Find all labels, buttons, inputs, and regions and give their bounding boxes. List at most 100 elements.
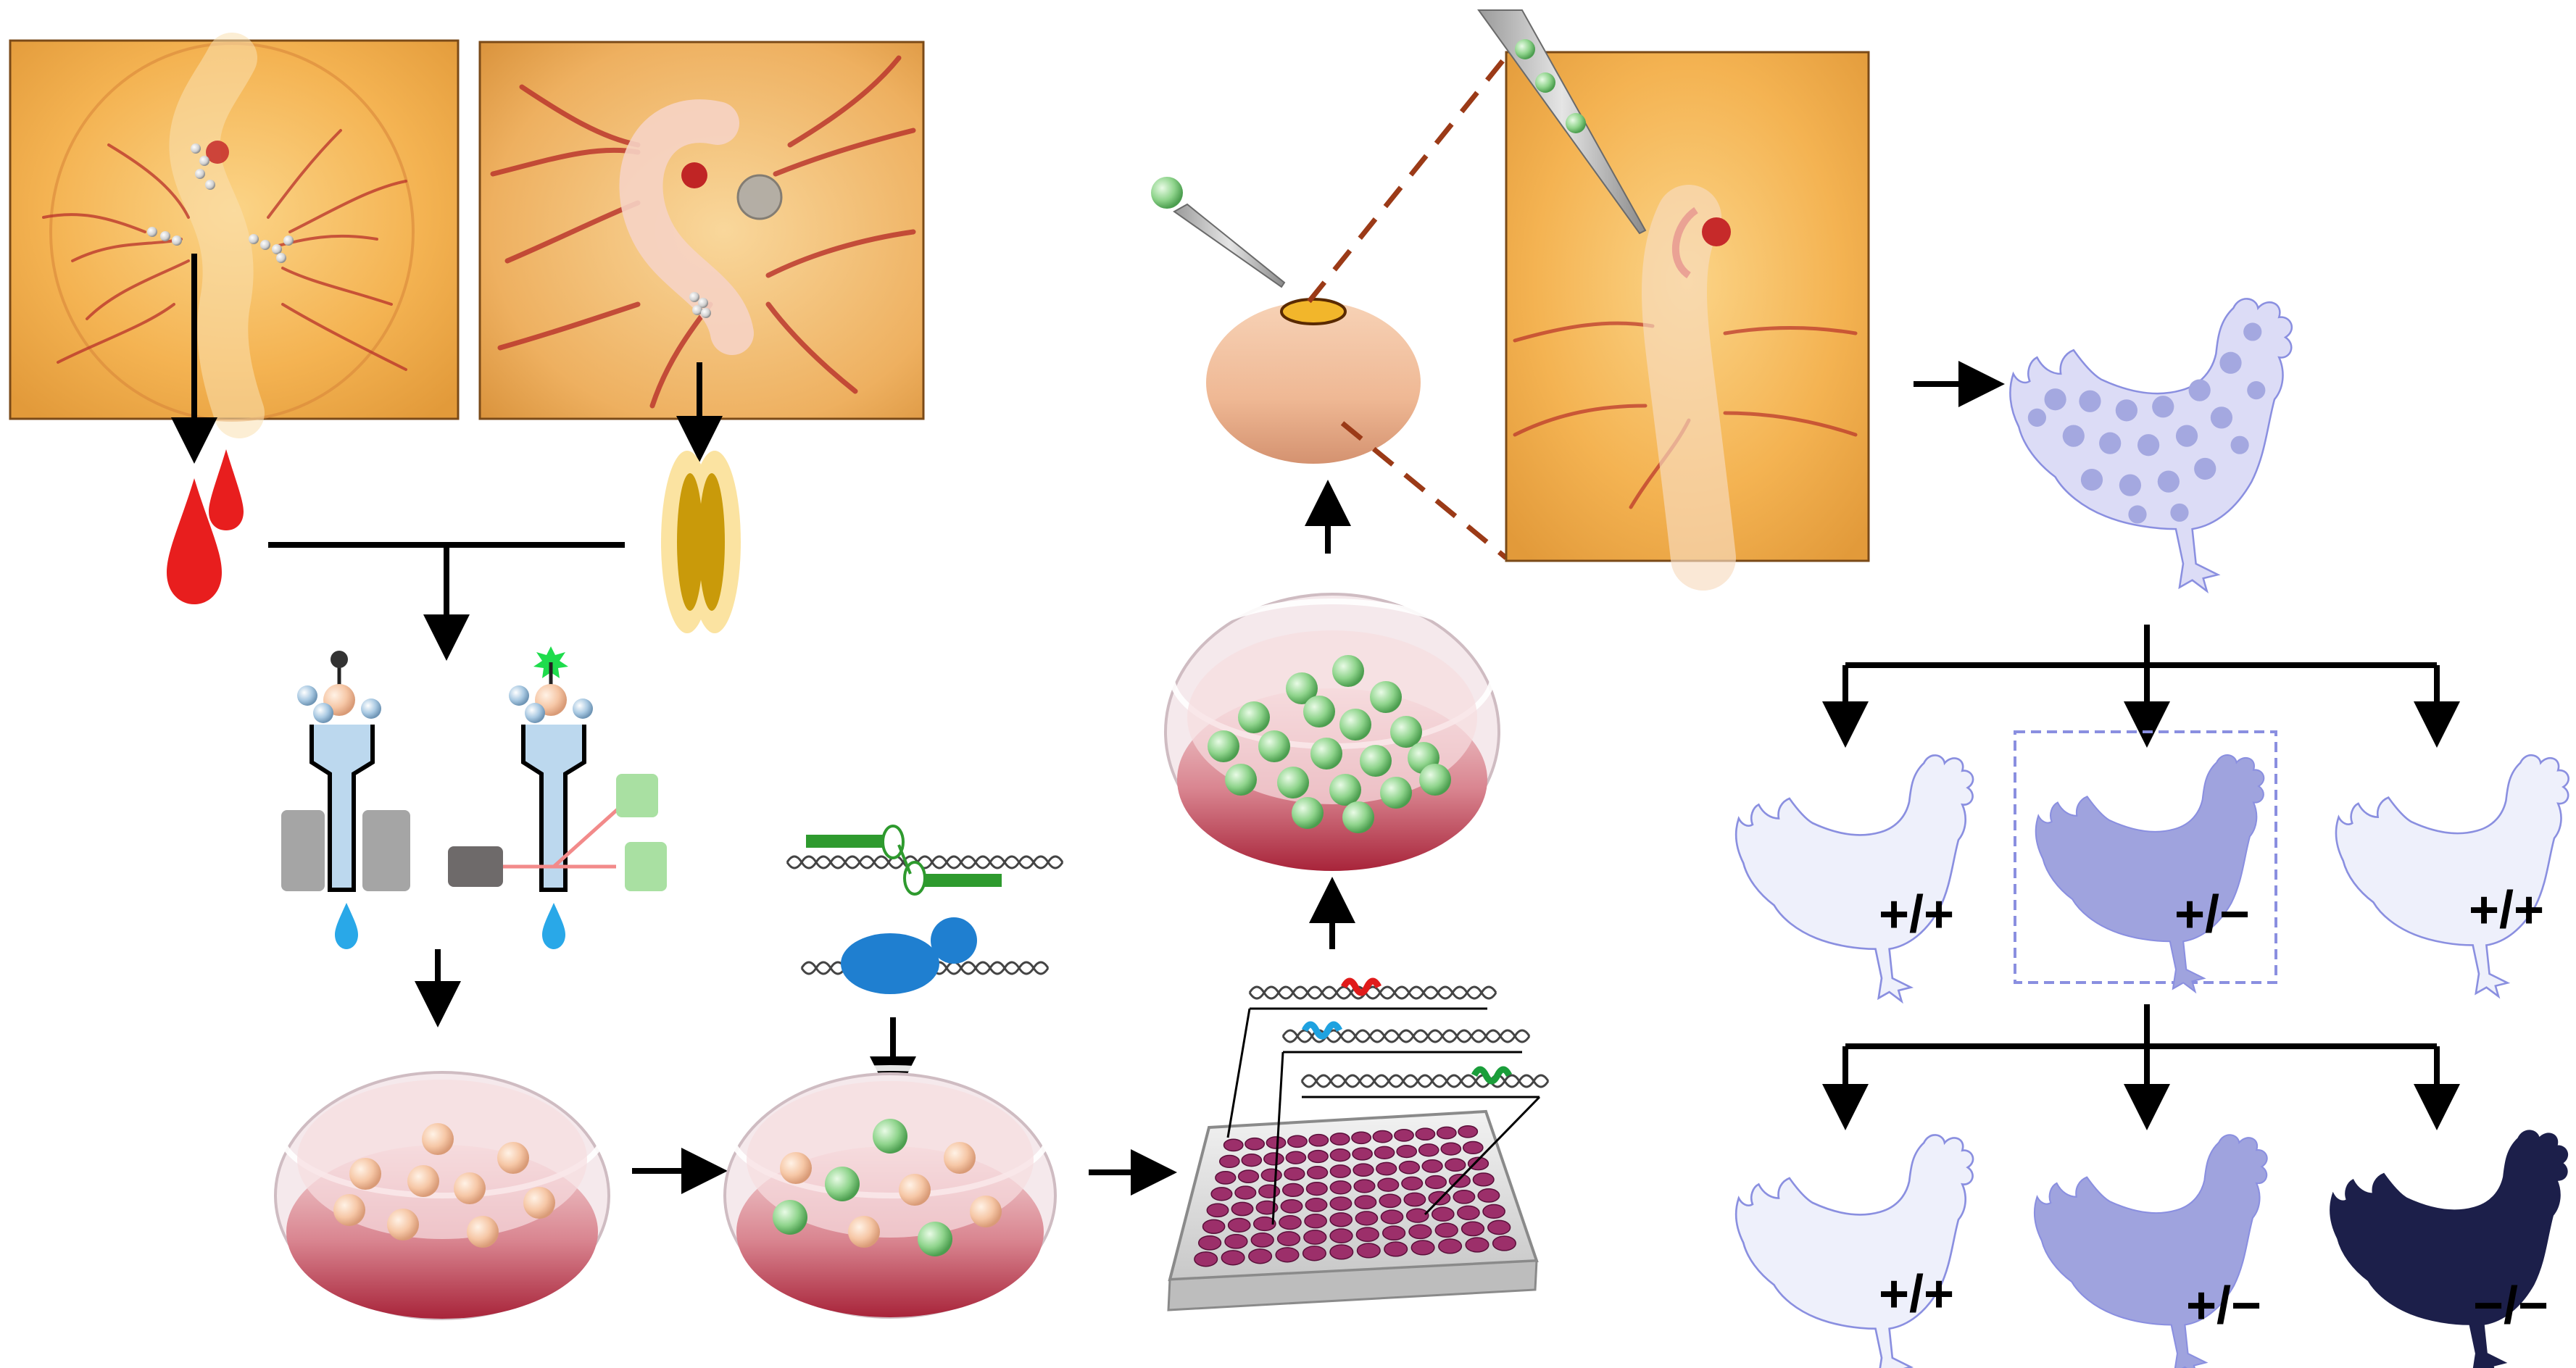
well [1384,1241,1408,1257]
well [1303,1230,1327,1245]
genotype-label: +/+ [1879,885,1954,943]
well [1438,1238,1463,1254]
well [1379,1193,1402,1209]
well [1260,1168,1282,1183]
well [1382,1225,1406,1241]
well [1329,1212,1353,1227]
well [1467,1156,1489,1171]
cell [1380,777,1412,809]
well [1218,1154,1240,1169]
cell [1292,797,1324,829]
well [1477,1188,1500,1203]
well [1197,1235,1222,1251]
well [1275,1247,1300,1263]
well [1372,1130,1393,1143]
well [1194,1251,1218,1267]
well [1440,1142,1462,1156]
well [1202,1219,1226,1234]
genotype-label: +/− [2186,1277,2261,1335]
well [1431,1206,1455,1222]
well [1329,1244,1354,1260]
embryo-photo-icon [9,33,460,438]
well [1329,1180,1352,1195]
well [1465,1237,1489,1253]
cell [1329,774,1361,806]
cell [1390,716,1422,748]
cell [1339,709,1371,741]
crispr-cas9-icon [786,825,1064,994]
well [1434,1222,1458,1238]
well [1305,1181,1328,1196]
pedigree-tree-f2 [1822,1004,2460,1130]
well [1279,1214,1302,1230]
well [1394,1129,1414,1142]
well [1421,1159,1443,1173]
well [1453,1189,1476,1204]
well [1377,1177,1400,1192]
chicken-icon [2035,754,2265,993]
well [1308,1149,1329,1164]
well [1482,1204,1505,1219]
well [1224,1233,1248,1249]
well [1355,1227,1379,1243]
genotype-label: +/+ [1879,1265,1954,1323]
petri-dish-icon [1164,593,1500,871]
well [1284,1167,1305,1181]
well [1276,1231,1301,1246]
well [1248,1248,1273,1264]
well [1210,1187,1233,1201]
well [1424,1175,1447,1190]
well [1445,1158,1466,1172]
egg-injection-icon [1151,54,1508,560]
well [1354,1195,1377,1210]
blood-drop-icon [167,449,244,604]
well [1351,1131,1372,1145]
well [1255,1200,1279,1215]
cell [1332,655,1364,687]
well [1329,1228,1353,1243]
well [1329,1133,1350,1146]
well [1403,1192,1426,1207]
cell [1277,767,1309,798]
cell [1238,701,1270,733]
well [1487,1219,1511,1235]
well [1266,1136,1287,1149]
well [1376,1161,1397,1176]
chicken-icon [2335,754,2569,998]
chicken-icon [1734,1134,1974,1368]
well [1234,1185,1257,1200]
embryo-photo-icon [1477,9,1870,591]
genotype-label: +/+ [2469,881,2544,939]
cell [1208,730,1239,762]
well [1252,1216,1276,1232]
cell [1225,764,1257,796]
cell [1360,745,1392,777]
well [1302,1246,1326,1261]
well [1353,1163,1374,1177]
flow-cytometry-icon [281,646,667,949]
genotype-label: +/− [2174,885,2250,943]
well [1231,1201,1254,1217]
selection-box [2014,730,2277,984]
well [1353,1179,1376,1193]
petri-dish-icon [723,1065,1057,1319]
petri-dish-icon [274,1062,610,1320]
well [1492,1235,1516,1251]
well [1396,1144,1418,1159]
well [1374,1146,1395,1159]
well [1415,1127,1436,1141]
cell [1370,681,1402,713]
well [1329,1164,1351,1178]
well [1418,1143,1439,1157]
well [1380,1209,1404,1225]
well-plate-icon [1167,977,1550,1311]
gonad-icon [661,451,741,633]
well [1306,1165,1329,1180]
well [1308,1133,1329,1147]
well [1401,1176,1424,1190]
well [1410,1240,1435,1256]
well [1305,1198,1328,1212]
cell [1258,730,1290,762]
well [1215,1171,1237,1185]
